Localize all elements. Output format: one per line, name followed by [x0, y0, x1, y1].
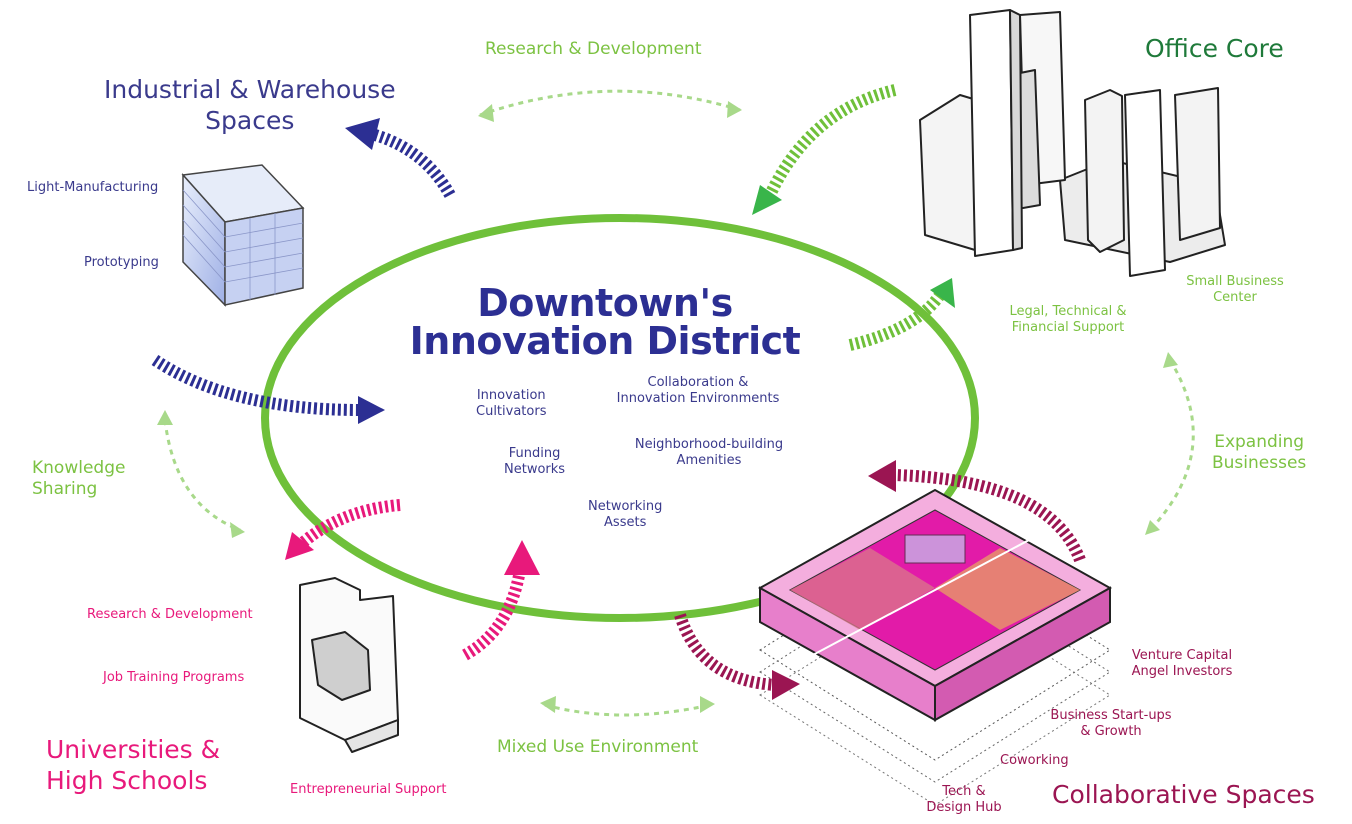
universities-item: Job Training Programs: [103, 670, 245, 685]
office-towers-icon: [919, 9, 1226, 277]
office-core-heading: Office Core: [1145, 34, 1284, 63]
industrial-item: Prototyping: [84, 255, 159, 270]
industrial-item: Light-Manufacturing: [27, 180, 159, 195]
universities-heading: Universities & High Schools: [46, 735, 221, 796]
connection-label: Research & Development: [485, 39, 702, 59]
center-item-neighborhood-amenities: Neighborhood-building Amenities: [634, 437, 784, 469]
collaborative-platform-icon: [757, 488, 1113, 806]
collaborative-item: Venture Capital Angel Investors: [1131, 648, 1233, 680]
connection-label: Knowledge Sharing: [32, 458, 126, 500]
center-item-collaboration: Collaboration & Innovation Environments: [616, 375, 780, 407]
center-item-funding-networks: Funding Networks: [504, 446, 566, 478]
connection-label: Mixed Use Environment: [497, 737, 699, 757]
connection-label: Expanding Businesses: [1212, 432, 1307, 474]
warehouse-building-icon: [181, 164, 305, 307]
page-title: Downtown's Innovation District: [409, 281, 801, 363]
collaborative-item: Coworking: [1000, 753, 1069, 768]
office-item: Legal, Technical & Financial Support: [1009, 304, 1127, 336]
collaborative-item: Business Start-ups & Growth: [1050, 708, 1172, 740]
center-item-networking-assets: Networking Assets: [588, 499, 663, 531]
collaborative-heading: Collaborative Spaces: [1052, 780, 1315, 809]
district-ring: [261, 214, 979, 622]
university-building-icon: [299, 577, 399, 753]
industrial-heading: Industrial & Warehouse Spaces: [104, 75, 396, 136]
office-item: Small Business Center: [1186, 274, 1284, 306]
center-item-innovation-cultivators: Innovation Cultivators: [476, 388, 547, 420]
universities-item: Entrepreneurial Support: [290, 782, 447, 797]
universities-item: Research & Development: [87, 607, 253, 622]
collaborative-item: Tech & Design Hub: [926, 784, 1002, 816]
